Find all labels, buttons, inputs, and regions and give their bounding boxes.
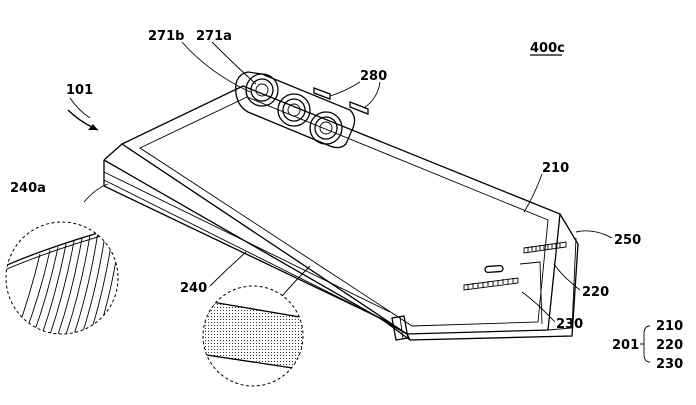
label-201: 201 bbox=[612, 338, 639, 353]
label-group-210: 210 bbox=[656, 319, 683, 334]
arrow-101 bbox=[67, 109, 99, 131]
label-230: 230 bbox=[556, 317, 583, 332]
label-group-220: 220 bbox=[656, 338, 683, 353]
label-220: 220 bbox=[582, 285, 609, 300]
usb-port bbox=[484, 264, 504, 274]
detail-circle-surface bbox=[202, 265, 311, 387]
back-panel-outline bbox=[120, 85, 561, 335]
back-panel-inner bbox=[139, 96, 549, 327]
side-buttons bbox=[313, 87, 369, 115]
label-280: 280 bbox=[360, 69, 387, 84]
label-101: 101 bbox=[66, 83, 93, 98]
callout-labels: 400c 101 271b 271a 280 210 250 220 230 2… bbox=[10, 29, 683, 372]
label-group-230: 230 bbox=[656, 357, 683, 372]
camera-lens-2 bbox=[277, 93, 311, 127]
group-bracket bbox=[640, 325, 651, 363]
bottom-side-edge bbox=[409, 213, 579, 341]
detail-connector-right bbox=[281, 265, 311, 297]
speaker-grille-lower bbox=[463, 277, 519, 291]
left-side-edge bbox=[103, 160, 411, 341]
label-240a: 240a bbox=[10, 181, 46, 196]
camera-lens-3 bbox=[309, 111, 343, 145]
label-240: 240 bbox=[180, 281, 207, 296]
detail-circle-texture bbox=[5, 183, 119, 335]
detail-connector-left bbox=[83, 183, 109, 203]
label-250: 250 bbox=[614, 233, 641, 248]
speaker-grille-upper bbox=[523, 241, 567, 254]
label-271b: 271b bbox=[148, 29, 184, 44]
device-body bbox=[103, 85, 579, 341]
figure-title: 400c bbox=[530, 41, 565, 56]
label-271a: 271a bbox=[196, 29, 232, 44]
label-210: 210 bbox=[542, 161, 569, 176]
hinge-end-cap bbox=[391, 315, 409, 341]
leader-lines bbox=[69, 41, 613, 323]
camera-module bbox=[235, 71, 356, 149]
